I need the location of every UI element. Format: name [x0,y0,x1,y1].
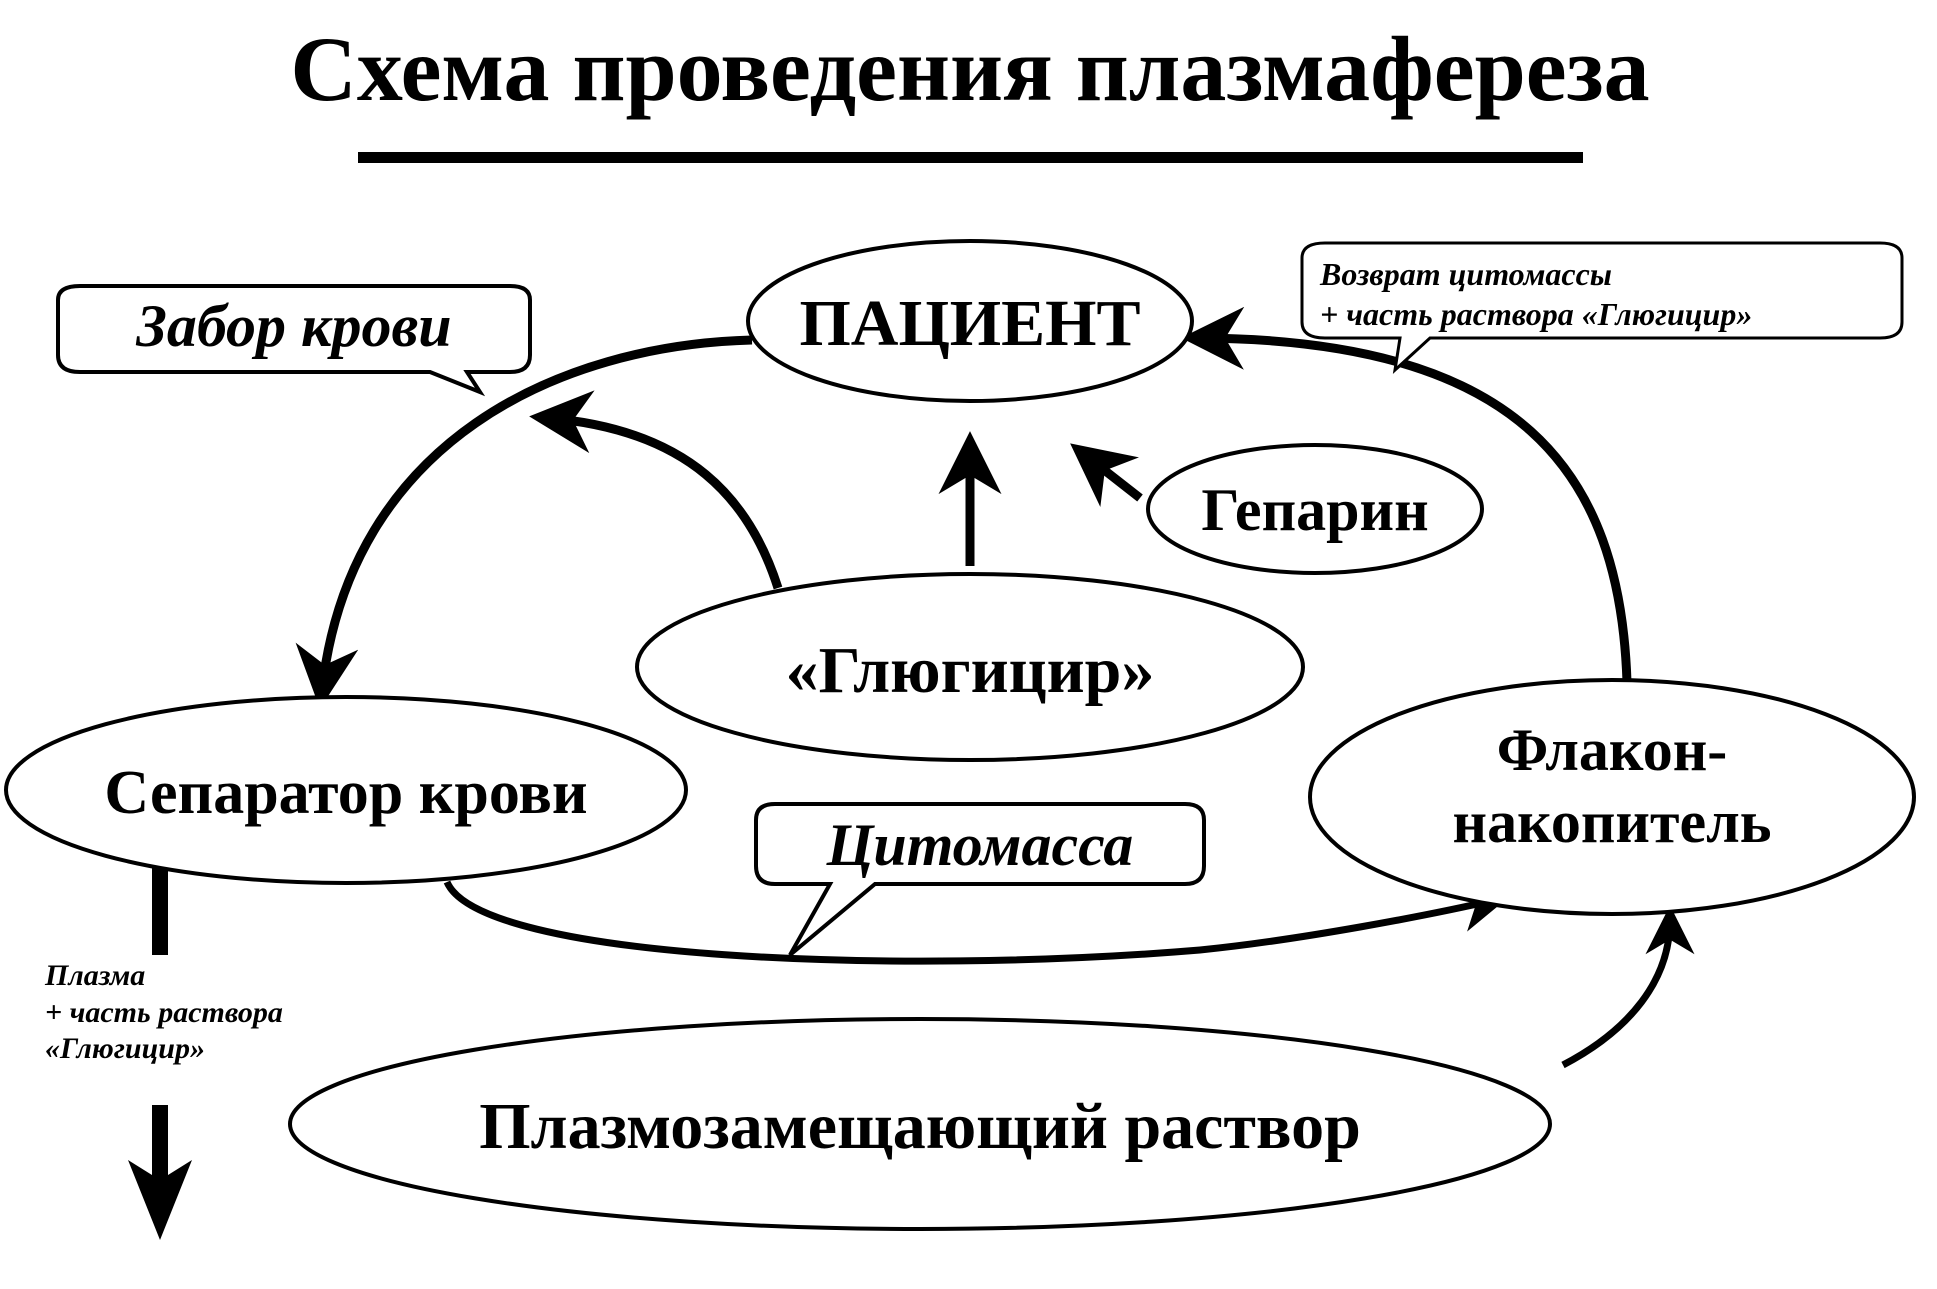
plasma-label-line2: + часть раствора [45,996,283,1029]
node-substitute: Плазмозамещающий раствор [288,1017,1552,1231]
node-flask-label-line1: Флакон- [1497,717,1728,783]
plasma-label: Плазма + часть раствора «Глюгицир» [44,959,283,1065]
callout-cytomass-text: Цитомасса [826,812,1133,878]
node-flask: Флакон- накопитель [1308,678,1916,916]
callout-return: Возврат цитомассы + часть раствора «Глюг… [1300,241,1904,374]
node-patient-label: ПАЦИЕНТ [799,287,1140,360]
callout-blood-draw: Забор крови [56,284,532,397]
arrow-substitute-to-flask [1561,905,1695,1069]
callout-return-text-line1: Возврат цитомассы [1319,256,1612,292]
node-flask-label-line2: накопитель [1453,789,1772,855]
diagram-title: Схема проведения плазмафереза [290,18,1649,120]
arrow-glugicir-to-draw-line [529,390,783,590]
plasma-label-line1: Плазма [44,959,145,992]
arrow-flask-to-patient [1181,306,1632,683]
arrow-plasma-out-head [128,1160,192,1240]
callout-blood-draw-text: Забор крови [135,293,451,359]
arrow-patient-to-separator [295,335,753,709]
arrow-separator-to-flask [443,880,1510,965]
plasma-label-gap [100,955,300,1105]
node-glugicir-label: «Глюгицир» [786,634,1155,707]
node-heparin-label: Гепарин [1201,477,1428,543]
node-heparin: Гепарин [1146,443,1484,575]
node-separator-label: Сепаратор крови [104,759,587,827]
title-underline [358,152,1583,163]
plasma-label-line3: «Глюгицир» [45,1032,205,1065]
node-substitute-label: Плазмозамещающий раствор [479,1090,1361,1163]
callout-return-text-line2: + часть раствора «Глюгицир» [1320,296,1752,332]
node-separator: Сепаратор крови [4,695,688,885]
callout-cytomass: Цитомасса [754,802,1206,957]
node-patient: ПАЦИЕНТ [746,239,1194,403]
node-glugicir: «Глюгицир» [635,572,1305,762]
arrow-heparin-to-patient [1070,443,1143,507]
